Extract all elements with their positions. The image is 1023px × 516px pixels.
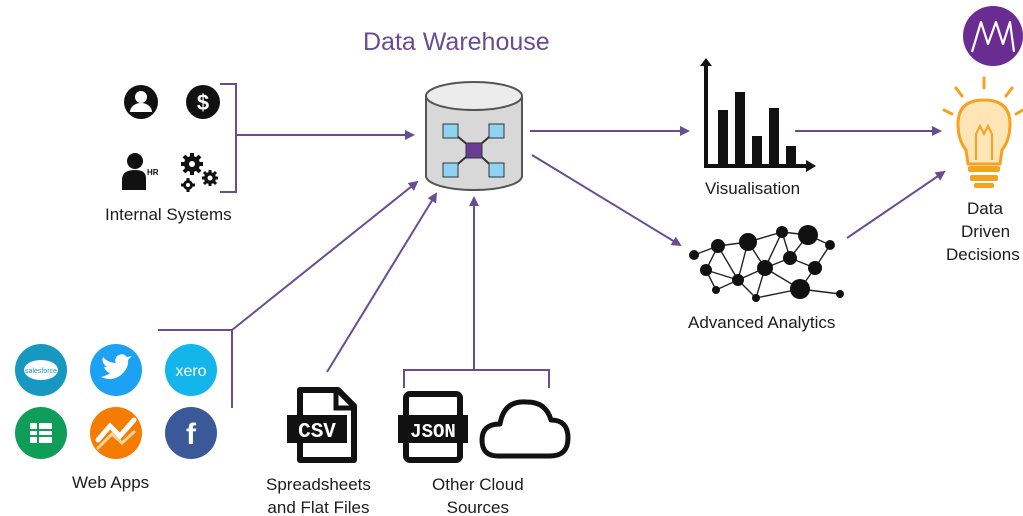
cloud-sources-label: Other Cloud Sources — [432, 473, 524, 516]
twitter-icon — [90, 344, 142, 396]
gears-icon — [181, 153, 218, 192]
xero-glyph: xero — [175, 363, 206, 380]
diagram-title: Data Warehouse — [363, 28, 550, 56]
analytics-app-icon — [90, 407, 142, 459]
web-apps-label: Web Apps — [72, 473, 150, 492]
database-cylinder-icon — [425, 81, 523, 191]
salesforce-icon: salesforce — [15, 344, 67, 396]
bar-chart-icon — [700, 58, 816, 172]
arrow-analytics-to-decisions — [846, 170, 946, 239]
json-file-icon: JSON — [398, 391, 468, 463]
arrow-webapps-to-warehouse — [231, 180, 419, 331]
lightbulb-icon — [942, 76, 1023, 188]
cloud-icon — [479, 399, 571, 459]
xero-icon: xero — [165, 344, 217, 396]
dollar-icon: $ — [186, 85, 220, 119]
network-graph-icon — [689, 225, 844, 302]
csv-glyph: CSV — [298, 421, 336, 444]
spreadsheets-label: Spreadsheets and Flat Files — [266, 473, 371, 516]
csv-file-icon: CSV — [287, 387, 357, 463]
spreadsheets-label-line2: and Flat Files — [267, 498, 370, 516]
decisions-label: Data Driven Decisions — [942, 197, 1023, 266]
json-glyph: JSON — [410, 421, 456, 443]
arrow-spreadsheets-to-warehouse — [326, 192, 438, 373]
visualisation-label: Visualisation — [705, 179, 801, 198]
cloud-sources-label-line1: Other Cloud — [432, 475, 524, 494]
hr-person-icon: HR — [122, 153, 159, 190]
cloud-sources-bracket — [403, 369, 550, 388]
internal-systems-label: Internal Systems — [105, 205, 232, 224]
internal-systems-bracket — [220, 83, 237, 193]
hr-glyph: HR — [147, 168, 159, 177]
decisions-label-line2: Driven — [961, 222, 1011, 241]
brand-logo-icon — [963, 6, 1023, 66]
decisions-label-line3: Decisions — [946, 245, 1020, 264]
arrow-warehouse-to-analytics — [531, 154, 682, 247]
facebook-glyph: f — [186, 418, 197, 451]
google-sheets-icon — [15, 407, 67, 459]
salesforce-glyph: salesforce — [25, 368, 57, 375]
facebook-icon: f — [165, 407, 217, 459]
connector-lines — [158, 83, 946, 408]
dollar-glyph: $ — [197, 90, 209, 115]
spreadsheets-label-line1: Spreadsheets — [266, 475, 371, 494]
advanced-analytics-label: Advanced Analytics — [688, 313, 836, 332]
person-icon — [124, 85, 158, 119]
cloud-sources-label-line2: Sources — [446, 498, 510, 516]
decisions-label-line1: Data — [967, 199, 1003, 218]
